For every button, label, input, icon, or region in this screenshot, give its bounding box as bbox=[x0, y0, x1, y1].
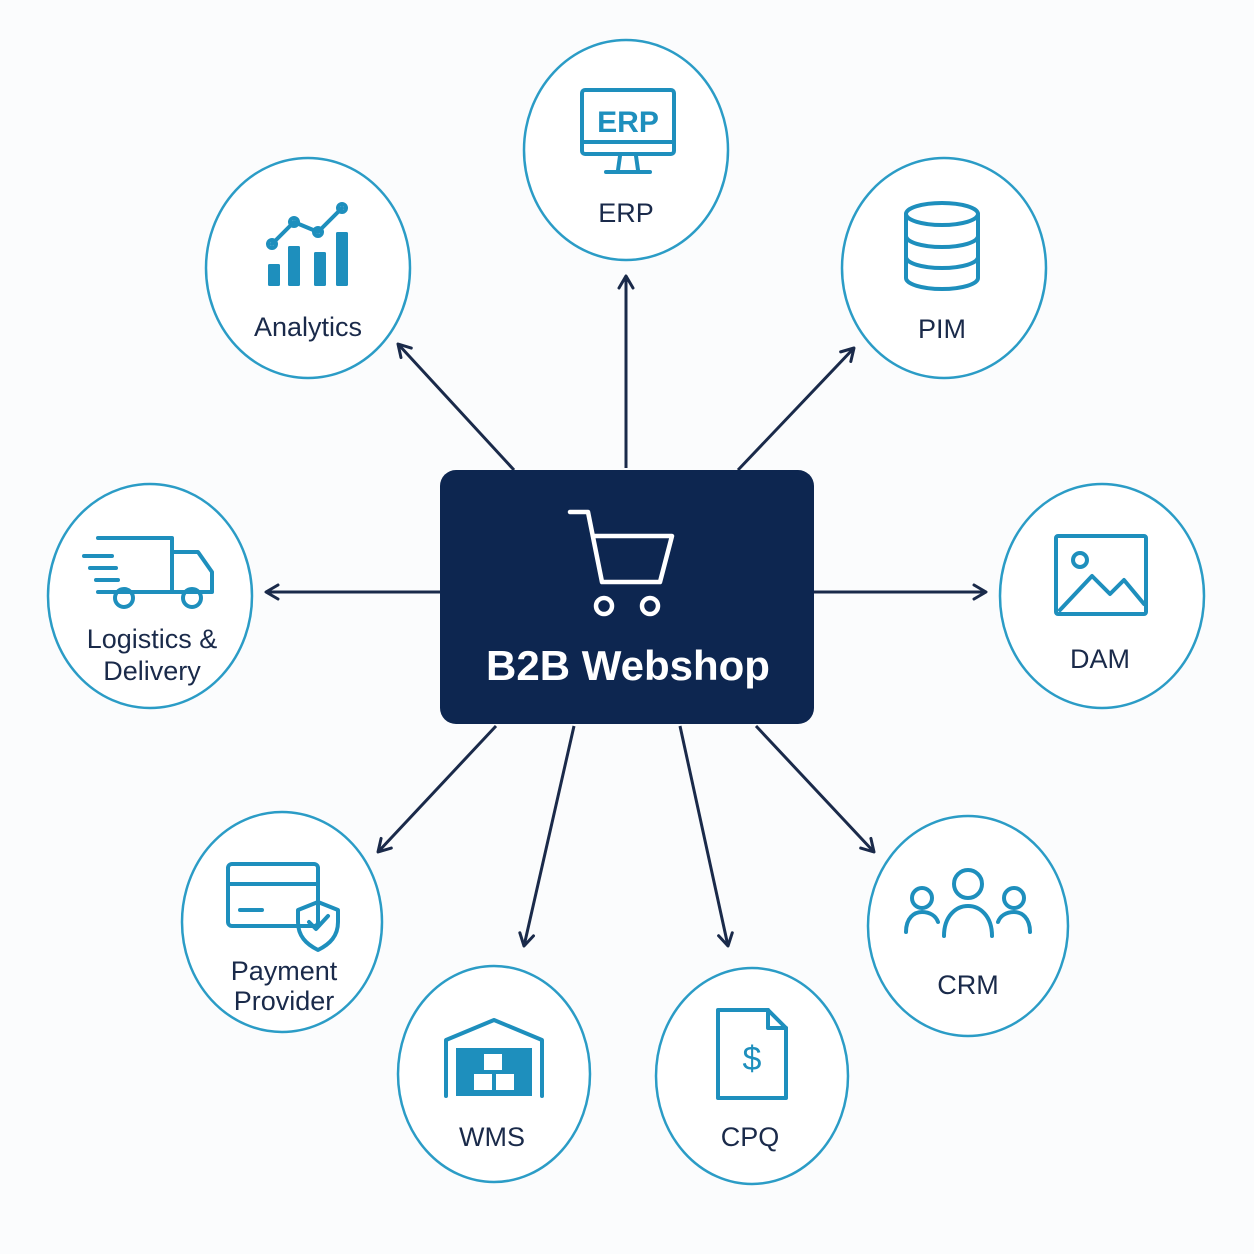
payment-label-line2: Provider bbox=[234, 986, 335, 1016]
node-erp: ERP ERP bbox=[522, 38, 730, 262]
bar-chart-trend-icon bbox=[266, 202, 348, 286]
database-icon bbox=[904, 201, 980, 291]
pim-label: PIM bbox=[918, 314, 966, 344]
logistics-label-line2: Delivery bbox=[103, 656, 201, 686]
warehouse-icon bbox=[444, 1018, 544, 1098]
erp-icon-text: ERP bbox=[597, 106, 659, 139]
arrow-to-wms bbox=[518, 725, 576, 948]
node-cpq: $ CPQ bbox=[654, 966, 850, 1186]
node-payment: Payment Provider bbox=[180, 810, 384, 1034]
svg-text:$: $ bbox=[743, 1040, 762, 1078]
node-analytics: Analytics bbox=[204, 156, 412, 380]
arrow-to-analytics bbox=[396, 342, 516, 472]
hub-box: B2B Webshop bbox=[440, 470, 814, 724]
credit-card-shield-icon bbox=[226, 862, 340, 952]
arrow-to-cpq bbox=[678, 725, 734, 948]
logistics-label-line1: Logistics & bbox=[87, 624, 218, 654]
delivery-truck-icon bbox=[82, 536, 214, 609]
analytics-label: Analytics bbox=[254, 312, 362, 342]
arrow-to-crm bbox=[754, 724, 876, 854]
payment-label-line1: Payment bbox=[231, 956, 338, 986]
users-icon bbox=[904, 868, 1032, 938]
wms-label: WMS bbox=[459, 1122, 525, 1152]
node-pim: PIM bbox=[840, 156, 1048, 380]
arrow-to-payment bbox=[376, 724, 498, 854]
node-crm: CRM bbox=[866, 814, 1070, 1038]
node-logistics: Logistics & Delivery bbox=[46, 482, 254, 710]
crm-label: CRM bbox=[937, 970, 999, 1000]
arrow-to-pim bbox=[736, 346, 856, 472]
erp-label: ERP bbox=[598, 198, 654, 228]
node-wms: WMS bbox=[396, 964, 592, 1184]
hub-label: B2B Webshop bbox=[486, 642, 770, 689]
dollar-document-icon: $ bbox=[716, 1008, 788, 1100]
cpq-label: CPQ bbox=[721, 1122, 780, 1152]
node-dam: DAM bbox=[998, 482, 1206, 710]
dam-label: DAM bbox=[1070, 644, 1130, 674]
image-icon bbox=[1054, 534, 1148, 616]
connectors bbox=[264, 274, 988, 948]
shopping-cart-icon bbox=[567, 509, 675, 617]
monitor-erp-icon: ERP bbox=[580, 88, 676, 174]
